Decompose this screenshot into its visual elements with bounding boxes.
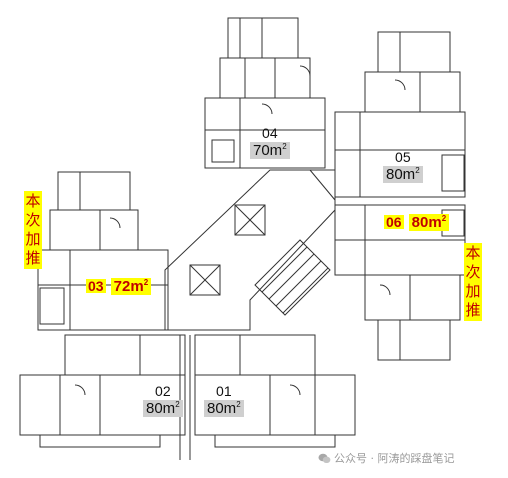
push-label-left: 本次加推	[24, 191, 42, 269]
unit-01-outline	[194, 334, 356, 448]
wechat-icon	[318, 453, 331, 463]
unit-04-label: 04 70m2	[250, 126, 290, 159]
unit-06-area: 80m2	[408, 214, 450, 231]
core-outline	[164, 169, 336, 460]
unit-05-label: 05 80m2	[383, 150, 423, 183]
unit-04-area: 70m2	[250, 142, 290, 159]
unit-02-label: 02 80m2	[143, 384, 183, 417]
watermark-text: 公众号 · 阿涛的踩盘笔记	[334, 452, 455, 465]
unit-06-label: 06 80m2	[384, 212, 450, 231]
unit-02-number: 02	[155, 383, 171, 399]
unit-03-outline	[37, 171, 169, 331]
unit-03-area: 72m2	[110, 278, 152, 295]
unit-05-area: 80m2	[383, 166, 423, 183]
unit-06-number: 06	[384, 214, 404, 230]
push-label-right: 本次加推	[464, 243, 482, 321]
unit-04-number: 04	[262, 125, 278, 141]
unit-06-outline	[334, 204, 466, 361]
unit-03-number: 03	[86, 278, 106, 294]
unit-05-outline	[334, 31, 466, 198]
unit-03-label: 03 72m2	[86, 276, 152, 295]
unit-02-area: 80m2	[143, 400, 183, 417]
watermark: 公众号 · 阿涛的踩盘笔记	[318, 450, 455, 466]
unit-04-outline	[204, 17, 326, 169]
unit-02-outline	[19, 334, 186, 448]
unit-01-number: 01	[216, 383, 232, 399]
unit-01-area: 80m2	[204, 400, 244, 417]
unit-01-label: 01 80m2	[204, 384, 244, 417]
unit-05-number: 05	[395, 149, 411, 165]
